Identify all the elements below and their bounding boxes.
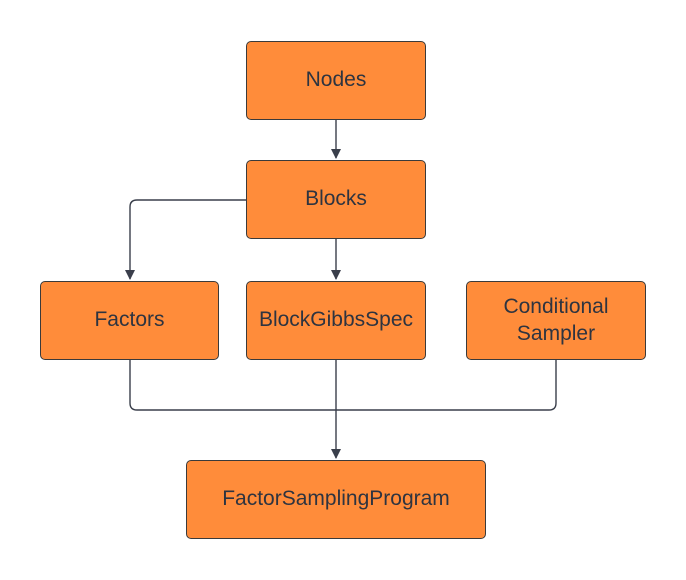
node-factorsamplingprogram-label: FactorSamplingProgram [222, 487, 450, 511]
edge-factors-to-program [129, 360, 336, 411]
node-factors-label: Factors [94, 308, 165, 332]
node-blockgibbsspec-label: BlockGibbsSpec [258, 308, 414, 332]
node-factorsamplingprogram: FactorSamplingProgram [186, 460, 486, 539]
edge-conditional-sampler-to-program [336, 360, 557, 411]
node-conditional-sampler-label: Conditional Sampler [503, 295, 609, 345]
node-nodes: Nodes [246, 41, 426, 120]
edge-blocks-to-factors [125, 199, 246, 280]
node-blocks-label: Blocks [305, 187, 367, 211]
node-blockgibbsspec: BlockGibbsSpec [246, 281, 426, 360]
node-blocks: Blocks [246, 160, 426, 239]
node-factors: Factors [40, 281, 219, 360]
node-conditional-sampler: Conditional Sampler [466, 281, 646, 360]
node-nodes-label: Nodes [305, 68, 367, 92]
